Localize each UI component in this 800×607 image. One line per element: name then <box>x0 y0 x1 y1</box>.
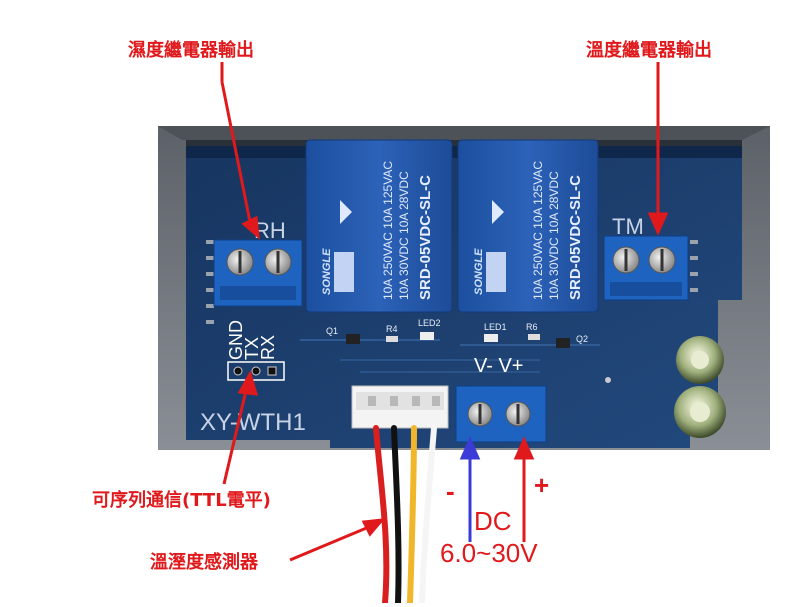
capacitors <box>674 336 726 438</box>
svg-text:SONGLE: SONGLE <box>321 248 333 295</box>
voltage-range: 6.0~30V <box>440 538 538 568</box>
svg-text:10A 30VDC 10A 28VDC: 10A 30VDC 10A 28VDC <box>397 171 411 300</box>
board-model: XY-WTH1 <box>200 409 306 436</box>
terminal-right <box>603 235 689 301</box>
svg-text:LED2: LED2 <box>418 318 441 328</box>
svg-text:SRD-05VDC-SL-C: SRD-05VDC-SL-C <box>567 175 584 300</box>
minus-sign: - <box>446 476 455 506</box>
svg-text:10A 250VAC 10A 125VAC: 10A 250VAC 10A 125VAC <box>531 161 545 300</box>
svg-text:R4: R4 <box>386 324 398 334</box>
serial-pins-label: GND TX RX <box>226 320 278 360</box>
svg-text:SRD-05VDC-SL-C: SRD-05VDC-SL-C <box>417 175 434 300</box>
power-terminal <box>455 385 547 443</box>
svg-text:TX: TX <box>242 337 262 360</box>
dc-label: DC <box>474 506 512 536</box>
minus-arrow <box>459 436 481 542</box>
sensor-wires <box>373 425 437 606</box>
power-label: V- V+ <box>474 355 523 377</box>
serial-comm-label: 可序列通信(TTL電平) <box>92 490 271 511</box>
terminal-left <box>213 239 303 307</box>
svg-text:Q2: Q2 <box>576 334 588 344</box>
plus-sign: + <box>534 470 549 500</box>
smd-components: Q1 R4 LED2 LED1 R6 Q2 <box>326 318 588 348</box>
relay-left: SONGLE 10A 250VAC 10A 125VAC 10A 30VDC 1… <box>305 139 453 313</box>
svg-text:R6: R6 <box>526 322 538 332</box>
svg-text:GND: GND <box>226 320 246 360</box>
svg-text:RX: RX <box>258 335 278 360</box>
temperature-relay-output-label: 溫度繼電器輸出 <box>586 40 712 61</box>
svg-text:10A 30VDC 10A 28VDC: 10A 30VDC 10A 28VDC <box>547 171 561 300</box>
svg-text:Q1: Q1 <box>326 326 338 336</box>
svg-text:LED1: LED1 <box>484 322 507 332</box>
relay-right: SONGLE 10A 250VAC 10A 125VAC 10A 30VDC 1… <box>457 139 599 313</box>
annotation-arrows <box>220 62 669 562</box>
sensor-label: 溫溼度感測器 <box>150 552 258 573</box>
svg-text:SONGLE: SONGLE <box>473 248 485 295</box>
tm-label: TM <box>612 214 644 239</box>
serial-header <box>227 361 285 381</box>
humidity-relay-output-label: 濕度繼電器輸出 <box>128 40 254 61</box>
sensor-connector <box>351 385 449 429</box>
svg-text:10A 250VAC 10A 125VAC: 10A 250VAC 10A 125VAC <box>381 161 395 300</box>
